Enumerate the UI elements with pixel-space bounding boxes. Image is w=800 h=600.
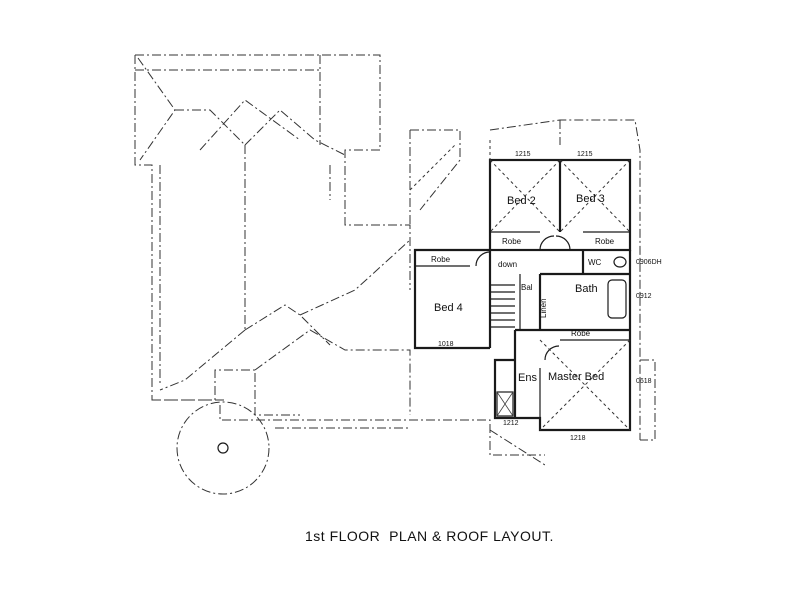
dim-window-bed-3: 1215 — [577, 151, 593, 158]
turret-roof — [176, 401, 270, 495]
staircase — [490, 284, 515, 328]
roof-outline-left-wing — [134, 54, 411, 401]
label-bath: Bath — [575, 283, 598, 295]
label-down: down — [498, 260, 517, 269]
label-linen: Linen — [539, 298, 548, 318]
dim-window-bed-2: 1215 — [515, 151, 531, 158]
label-bed-2: Bed 2 — [507, 195, 536, 207]
dim-window-master: 0618 — [636, 378, 652, 385]
first-floor-walls — [413, 158, 632, 432]
label-wc: WC — [588, 258, 602, 267]
label-master-bed: Master Bed — [548, 371, 604, 383]
label-robe-master: Robe — [571, 329, 591, 338]
label-ensuite: Ens — [518, 372, 537, 384]
label-robe-bed-2: Robe — [502, 237, 522, 246]
dim-window-ensuite: 1212 — [503, 420, 519, 427]
label-bal: Bal — [521, 283, 533, 292]
roof-outline-lower-band — [152, 119, 656, 466]
dim-window-master-south: 1218 — [570, 435, 586, 442]
dim-window-wc: 0906DH — [636, 259, 662, 266]
dim-window-bath: 0912 — [636, 293, 652, 300]
label-robe-bed-3: Robe — [595, 237, 615, 246]
drawing-title: 1st FLOOR PLAN & ROOF LAYOUT. — [305, 528, 554, 544]
label-bed-3: Bed 3 — [576, 193, 605, 205]
dim-window-bed-4: 1018 — [438, 341, 454, 348]
label-robe-bed-4: Robe — [431, 255, 451, 264]
label-bed-4: Bed 4 — [434, 302, 463, 314]
ceiling-cross-lines — [409, 140, 631, 431]
